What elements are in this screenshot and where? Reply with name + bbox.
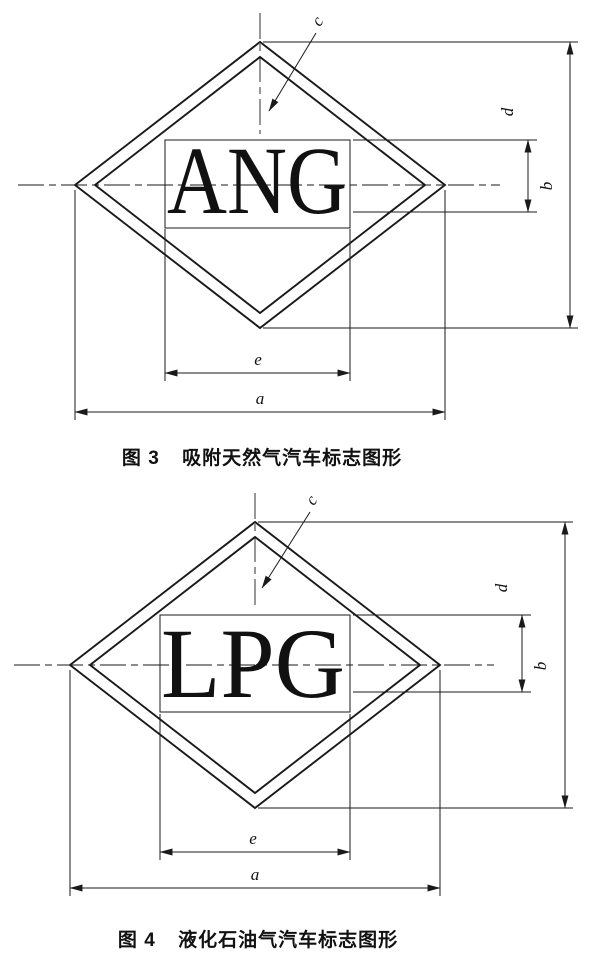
figure-3-diagram: ANG a e b d c 图 3 吸附天然气汽车标志图形 (18, 12, 578, 469)
dim-label-e: e (254, 350, 262, 369)
leader-line-c (268, 32, 317, 112)
sign-code-lpg: LPG (161, 608, 345, 719)
outer-diamond (68, 520, 442, 810)
dim-label-e: e (249, 829, 257, 848)
leader-line-c (261, 511, 311, 589)
figure-3-caption-text: 吸附天然气汽车标志图形 (182, 446, 402, 469)
figure-3-caption: 图 3 吸附天然气汽车标志图形 (122, 446, 402, 469)
letter-field-rect (164, 139, 351, 229)
dim-label-a: a (251, 865, 260, 884)
inner-diamond (93, 55, 427, 315)
sign-code-ang: ANG (167, 127, 347, 234)
figure-4-diagram: LPG a e b d c 图 4 液化石油气汽车标志图形 (14, 491, 573, 951)
dim-label-a: a (256, 389, 265, 408)
figure-4-caption-number: 图 4 (118, 929, 156, 951)
figure-3-caption-number: 图 3 (122, 447, 160, 469)
dim-label-c: c (301, 491, 321, 508)
dim-label-d: d (498, 107, 517, 116)
dim-label-d: d (492, 583, 511, 592)
figure-4-caption: 图 4 液化石油气汽车标志图形 (118, 928, 398, 951)
dim-label-b: b (531, 662, 550, 671)
dim-label-c: c (307, 12, 327, 29)
outer-diamond (73, 40, 447, 330)
inner-diamond (88, 535, 422, 795)
figure-4-caption-text: 液化石油气汽车标志图形 (178, 928, 398, 951)
dim-label-b: b (537, 182, 556, 191)
letter-field-rect (159, 614, 351, 713)
